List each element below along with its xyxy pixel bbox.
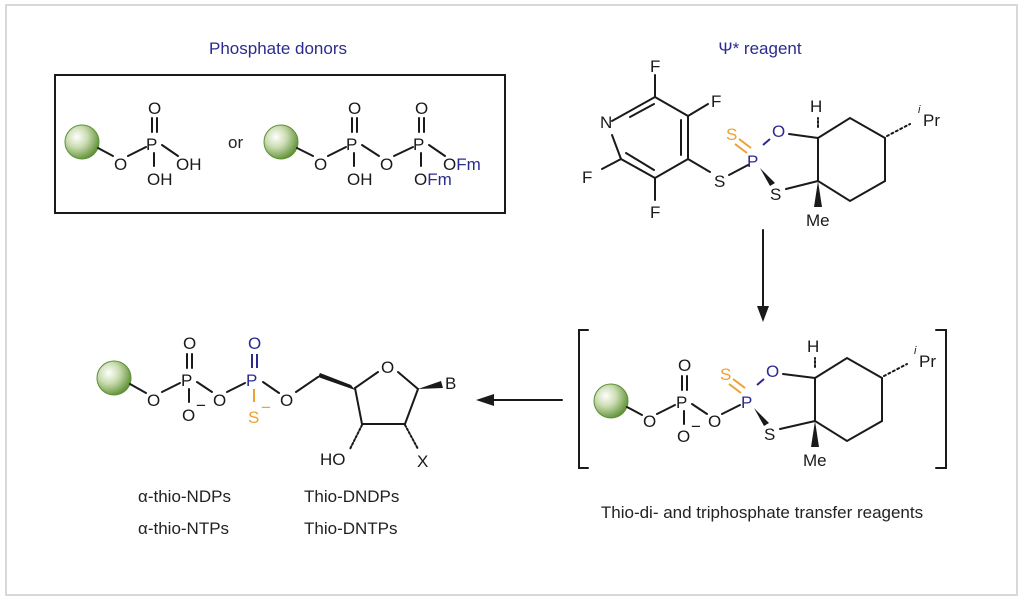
atom-p: P [413,135,424,154]
psi-reagent-structure: N F F F F S P S O S H Me i Pr [582,57,940,230]
atom-s-minus: S [248,408,259,427]
atom-o: O [772,122,785,141]
atom-o: O [415,99,428,118]
atom-f: F [711,92,721,111]
charge-minus: − [691,417,701,436]
atom-ofm: OFm [443,155,481,174]
substrate-sphere-icon [96,360,132,396]
transfer-reagents-caption: Thio-di- and triphosphate transfer reage… [601,503,923,522]
substrate-sphere-icon [593,383,629,419]
atom-h: H [807,337,819,356]
atom-oh: OH [176,155,202,174]
atom-me: Me [803,451,827,470]
atom-o-ring: O [381,358,394,377]
atom-ipr-sup: i [918,104,921,116]
atom-f: F [582,168,592,187]
product-structure: O P O O − O P O S − O O B HO X [96,334,456,471]
atom-oh: OH [347,170,373,189]
atom-o: O [280,391,293,410]
atom-s: S [770,185,781,204]
label-thio-dndps: Thio-DNDPs [304,487,399,506]
intermediate-structure: O P O O − O P S O S H Me i Pr [578,329,947,470]
figure-frame [5,4,1018,596]
atom-h: H [810,97,822,116]
or-label: or [228,133,243,152]
atom-b: B [445,374,456,393]
label-alpha-thio-ndps: α-thio-NDPs [138,487,231,506]
atom-o-minus: O [677,427,690,446]
atom-o: O [708,412,721,431]
atom-p: P [181,371,192,390]
atom-o: O [766,362,779,381]
substrate-sphere-icon [263,124,299,160]
atom-s: S [714,172,725,191]
atom-oh: OH [147,170,173,189]
atom-p: P [346,135,357,154]
substrate-sphere-icon [64,124,100,160]
atom-p: P [741,393,752,412]
atom-o: O [148,99,161,118]
atom-f: F [650,57,660,76]
atom-p: P [246,371,257,390]
atom-f: F [650,203,660,222]
atom-n: N [600,113,612,132]
atom-o: O [380,155,393,174]
atom-p: P [747,152,758,171]
atom-o: O [147,391,160,410]
monophosphate-structure: O P O OH OH [64,99,202,189]
atom-s: S [764,425,775,444]
charge-minus: − [261,398,271,417]
atom-o: O [678,356,691,375]
phosphate-donors-title: Phosphate donors [209,39,347,58]
atom-ho: HO [320,450,346,469]
atom-p: P [676,393,687,412]
phosphate-donors-box [54,74,506,214]
atom-ipr: Pr [923,111,940,130]
atom-o: O [213,391,226,410]
atom-o: O [183,334,196,353]
atom-me: Me [806,211,830,230]
label-thio-dntps: Thio-DNTPs [304,519,398,538]
reaction-arrow-left [476,394,563,406]
atom-o: O [248,334,261,353]
atom-o: O [114,155,127,174]
atom-ipr: Pr [919,352,936,371]
reaction-arrow-down [757,229,769,322]
atom-o-minus: O [182,406,195,425]
charge-minus: − [196,396,206,415]
atom-ofm: OFm [414,170,452,189]
psi-reagent-title: Ψ* reagent [718,39,801,58]
diphosphate-fm-structure: O P O OH O P O OFm OFm [263,99,481,189]
atom-o: O [643,412,656,431]
atom-o: O [314,155,327,174]
atom-s-thiono: S [720,365,731,384]
atom-p: P [146,135,157,154]
atom-x: X [417,452,428,471]
atom-o: O [348,99,361,118]
atom-s-thiono: S [726,125,737,144]
label-alpha-thio-ntps: α-thio-NTPs [138,519,229,538]
atom-ipr-sup: i [914,345,917,357]
